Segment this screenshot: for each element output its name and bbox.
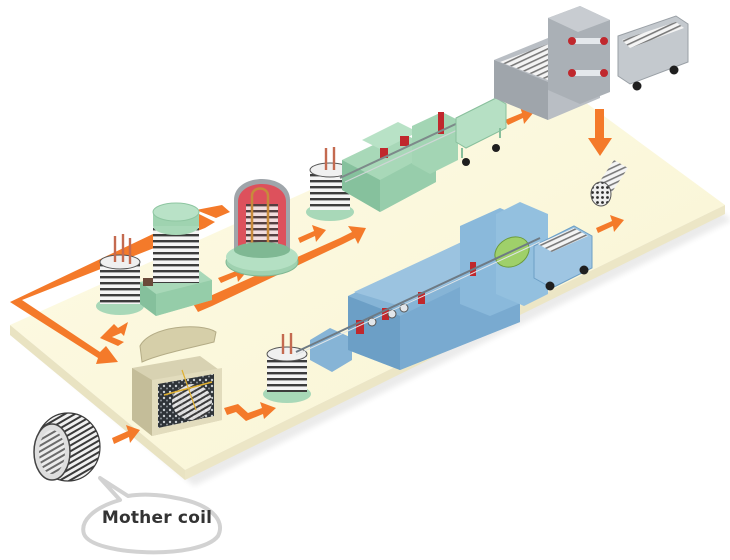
green-drawing-machine[interactable] [339, 97, 507, 212]
uncoiler-lid [139, 326, 217, 363]
flow-arrow-uncoiler-to-coil-a [100, 322, 128, 346]
platform-edge-left [10, 325, 185, 480]
flow-arrow-stand-to-furnace-top [196, 205, 230, 218]
mother-coil[interactable] [33, 412, 101, 482]
flow-arrow-furnace-to-coil-b [298, 225, 326, 243]
flow-arrow-mother-to-uncoiler [112, 425, 140, 444]
small-coil-a[interactable] [96, 234, 144, 315]
small-coil-c[interactable] [263, 333, 311, 403]
flow-arrow-green-to-grey [505, 107, 534, 125]
mother-coil-callout [81, 476, 222, 555]
green-machine-cart [455, 97, 507, 166]
wire-guide [143, 278, 153, 286]
grey-straightener-cutter[interactable] [494, 6, 689, 120]
bar-cart[interactable] [533, 225, 593, 291]
uncoiler-furnace[interactable] [132, 326, 222, 436]
bell-annealing-furnace[interactable] [225, 179, 299, 277]
mother-coil-label: Mother coil [101, 508, 213, 528]
flow-arrow-uncoiler-to-coil-c [224, 402, 276, 421]
coil-stand-with-drum[interactable] [140, 202, 212, 316]
flow-arrow-grey-to-bundle [588, 109, 612, 156]
cut-bar-bundle[interactable] [590, 160, 628, 207]
flow-arrow-loop-left [10, 213, 215, 364]
blue-drawing-line[interactable] [295, 202, 548, 372]
flow-arrow-blue-to-bundle [596, 215, 624, 233]
grey-machine-cart [617, 15, 689, 91]
